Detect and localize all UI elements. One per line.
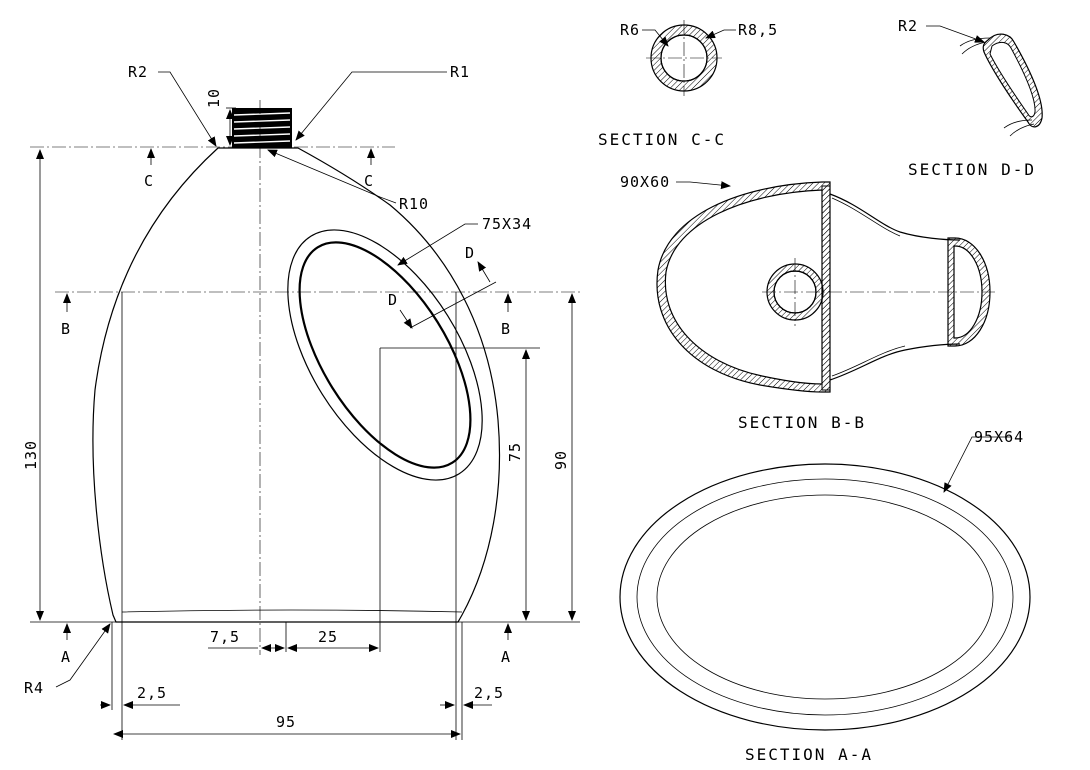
d-arrow-right [477, 261, 491, 283]
label-90x60: 90X60 [620, 173, 670, 191]
section-line-dd [409, 281, 497, 329]
title-section-cc: SECTION C-C [598, 130, 726, 149]
bb-handle-bottom [829, 343, 961, 381]
dd-curve-c [1009, 123, 1035, 137]
label-95x64: 95X64 [974, 428, 1024, 446]
aa-outer [619, 463, 1031, 731]
dd-curve-d [1003, 119, 1033, 129]
leader-r1 [295, 71, 447, 141]
label-d-right: D [465, 244, 475, 262]
label-r10: R10 [399, 195, 429, 213]
section-cc-view: R6 R8,5 SECTION C-C [598, 20, 778, 149]
base-inner-line [121, 609, 463, 613]
leader-95x64 [943, 436, 1012, 493]
title-section-aa: SECTION A-A [745, 745, 873, 764]
aa-inner [656, 494, 994, 700]
handle-opening-outer [287, 229, 483, 481]
label-r2-dd: R2 [898, 17, 918, 35]
label-dim-2-5-left: 2,5 [137, 684, 167, 702]
title-section-dd: SECTION D-D [908, 160, 1036, 179]
handle-opening-inner [298, 241, 472, 469]
dd-curve-b [959, 37, 991, 47]
leader-r6 [642, 29, 669, 47]
leader-r8-5 [705, 29, 736, 39]
label-b-right: B [501, 320, 511, 338]
label-dim-75: 75 [506, 442, 524, 462]
label-dim-95: 95 [276, 713, 296, 731]
label-dim-2-5-right: 2,5 [474, 684, 504, 702]
label-r6: R6 [620, 21, 640, 39]
bottle-outline [92, 147, 501, 623]
label-75x34: 75X34 [482, 215, 532, 233]
front-view: R2 R1 10 C C R10 75X34 D D B B 130 75 90… [22, 63, 580, 740]
aa-middle [636, 478, 1014, 716]
label-b-left: B [61, 320, 71, 338]
label-r1: R1 [450, 63, 470, 81]
label-dim-7-5: 7,5 [210, 628, 240, 646]
leader-r2 [158, 71, 217, 147]
label-dim-10: 10 [205, 88, 223, 108]
bb-outer-shell [656, 181, 831, 393]
label-dim-130: 130 [22, 440, 40, 470]
label-dim-90: 90 [552, 450, 570, 470]
leader-90x60 [676, 181, 731, 190]
label-a-right: A [501, 648, 511, 666]
dd-inner [989, 41, 1036, 118]
section-aa-view: 95X64 SECTION A-A [619, 428, 1031, 764]
leader-r10 [267, 149, 397, 204]
label-r4: R4 [24, 679, 44, 697]
dd-curve-a [961, 41, 987, 55]
leader-75x34 [397, 223, 478, 266]
leader-r4 [55, 623, 111, 688]
title-section-bb: SECTION B-B [738, 413, 866, 432]
bb-handle-top [829, 193, 961, 241]
section-dd-view: R2 SECTION D-D [898, 17, 1043, 179]
thread-lines [233, 112, 291, 144]
label-r8-5: R8,5 [738, 21, 778, 39]
label-c-left: C [144, 172, 154, 190]
label-r2: R2 [128, 63, 148, 81]
bb-handle-end [947, 237, 991, 347]
label-a-left: A [61, 648, 71, 666]
d-arrow-left [399, 309, 413, 329]
label-c-right: C [364, 172, 374, 190]
leader-r2-dd [926, 25, 985, 43]
bb-handle-bottom-inner [831, 345, 906, 377]
label-d-left: D [388, 291, 398, 309]
label-dim-25: 25 [318, 628, 338, 646]
section-bb-view: 90X60 SECTION B-B [620, 173, 995, 432]
bb-handle-top-inner [831, 197, 901, 237]
